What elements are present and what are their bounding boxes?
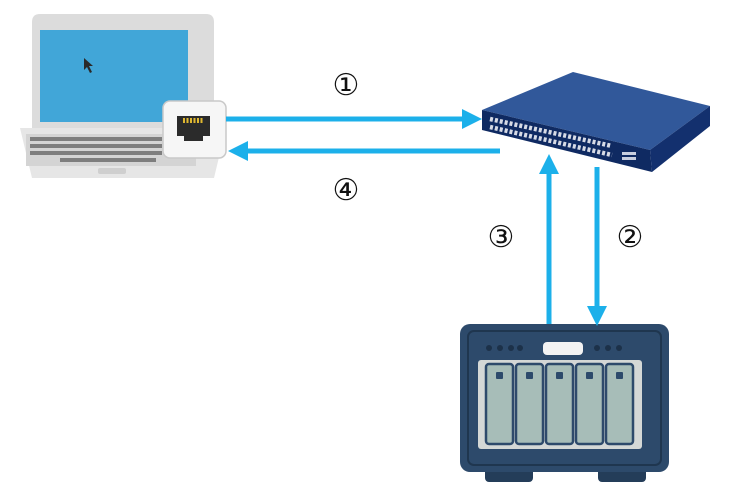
step-2-label: ② <box>617 220 644 255</box>
arrows <box>226 109 607 326</box>
step-4-label: ④ <box>333 173 360 208</box>
ethernet-port-icon <box>162 100 227 159</box>
arrow-nas-to-switch <box>539 154 559 324</box>
step-3-label: ③ <box>488 220 515 255</box>
arrow-switch-to-nas <box>587 167 607 326</box>
nas-storage-icon <box>460 324 669 482</box>
arrow-laptop-to-switch <box>226 109 482 129</box>
switch-port-row <box>489 116 613 158</box>
step-1-label: ① <box>333 68 360 103</box>
network-switch-icon <box>482 72 710 172</box>
arrow-switch-to-laptop <box>228 141 500 161</box>
